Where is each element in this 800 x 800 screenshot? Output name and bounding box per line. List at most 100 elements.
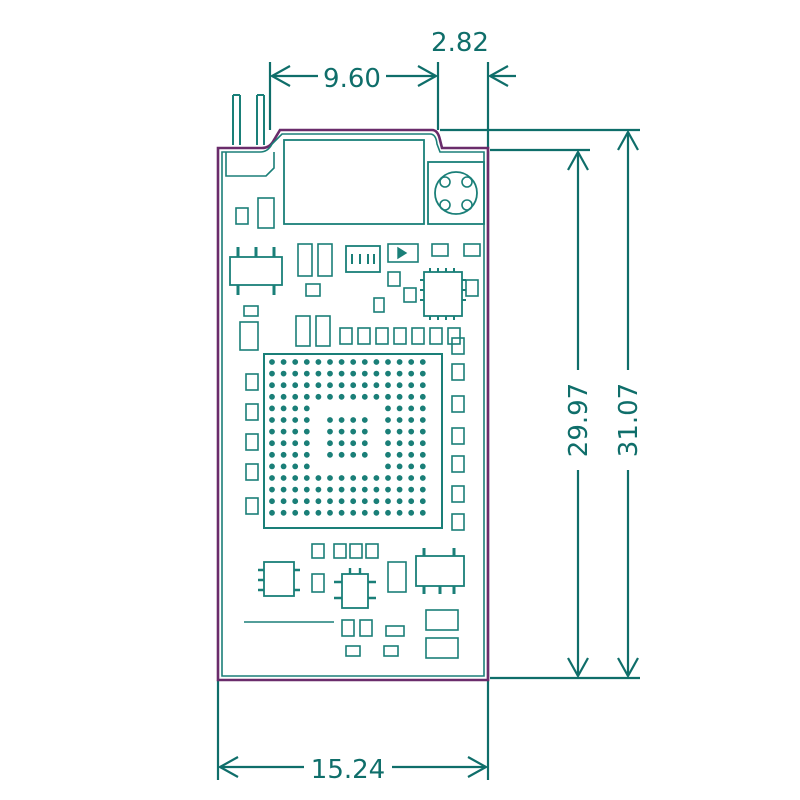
smd-part [359, 619, 373, 637]
header-cutout [225, 152, 275, 177]
bga-ball [419, 359, 426, 365]
smd-part [245, 433, 259, 451]
bga-ball [373, 393, 380, 400]
smd-part [245, 497, 259, 515]
bga-ball [385, 451, 391, 458]
bga-ball [385, 463, 391, 470]
arrow-inner-height-bottom [567, 657, 589, 679]
dim-label-width: 15.24 [311, 755, 385, 785]
bga-chip-icon [263, 353, 443, 529]
arrow-outer-height-top [617, 129, 639, 151]
bga-ball [408, 440, 415, 447]
bga-ball [385, 498, 391, 505]
bga-ball [303, 359, 310, 365]
bga-ball [396, 370, 403, 377]
bga-ball [408, 359, 415, 365]
bga-ball [361, 509, 368, 516]
bga-ball [419, 498, 426, 505]
bga-ball [269, 393, 275, 400]
bga-ball [269, 382, 275, 389]
bga-ball [419, 370, 426, 377]
bga-ball [396, 498, 403, 505]
bga-ball [303, 475, 310, 481]
smd-part [387, 271, 401, 287]
bga-ball [327, 393, 333, 400]
bga-ball [408, 428, 415, 435]
bga-ball [396, 428, 403, 435]
bga-ball [396, 405, 403, 412]
bga-ball [350, 359, 357, 365]
smd-part [429, 327, 443, 345]
bga-ball [408, 475, 415, 481]
smd-part [245, 403, 259, 421]
bga-ball [338, 451, 345, 458]
bga-ball [327, 417, 333, 423]
bga-ball [396, 486, 403, 493]
arrow-top-offset [487, 65, 509, 87]
bga-ball [361, 451, 368, 458]
bga-ball [408, 370, 415, 377]
bga-ball [396, 509, 403, 516]
bga-ball [269, 370, 275, 377]
smd-part [451, 363, 465, 381]
bga-ball [303, 498, 310, 505]
bga-ball [327, 382, 333, 389]
bga-ball [269, 440, 275, 447]
bga-ball [361, 417, 368, 423]
pcb-board [216, 94, 490, 682]
sot-package-left [258, 561, 300, 597]
bga-ball [327, 440, 333, 447]
bga-ball [385, 475, 391, 481]
bga-ball [408, 463, 415, 470]
arrow-top-span-left [269, 65, 291, 87]
bga-ball [385, 405, 391, 412]
bga-ball [269, 475, 275, 481]
bga-ball [385, 370, 391, 377]
bga-ball [303, 509, 310, 516]
bga-ball [350, 417, 357, 423]
dim-label-outer-height: 31.07 [614, 383, 644, 457]
bga-ball [327, 509, 333, 516]
bga-ball [350, 370, 357, 377]
bga-ball [269, 463, 275, 470]
smd-part [387, 561, 407, 593]
bga-ball [385, 393, 391, 400]
board-outline [216, 128, 490, 682]
bga-ball [373, 498, 380, 505]
bga-ball [327, 428, 333, 435]
smd-part [341, 619, 355, 637]
smd-part [305, 283, 321, 297]
smd-part [383, 645, 399, 657]
smd-part [245, 373, 259, 391]
bga-ball [280, 382, 287, 389]
bga-ball [408, 393, 415, 400]
bga-ball [327, 498, 333, 505]
bga-ball [292, 509, 299, 516]
smd-part [357, 327, 371, 345]
smd-part [349, 543, 363, 559]
bga-ball [280, 370, 287, 377]
bga-ball [350, 440, 357, 447]
bga-ball [350, 382, 357, 389]
bga-ball [408, 417, 415, 423]
bga-ball [361, 486, 368, 493]
bga-ball [338, 393, 345, 400]
bga-ball [315, 498, 322, 505]
bga-ball [303, 405, 310, 412]
bga-ball [269, 486, 275, 493]
smd-part [425, 637, 459, 659]
bga-ball [280, 475, 287, 481]
bga-ball [408, 486, 415, 493]
bga-ball [373, 509, 380, 516]
smd-part [235, 207, 249, 225]
bga-ball [338, 475, 345, 481]
bga-ball [396, 463, 403, 470]
bga-ball [385, 486, 391, 493]
dim-label-top-offset: 2.82 [431, 28, 489, 58]
bga-ball [396, 359, 403, 365]
bga-ball [269, 428, 275, 435]
smd-part [339, 327, 353, 345]
bga-ball [292, 475, 299, 481]
